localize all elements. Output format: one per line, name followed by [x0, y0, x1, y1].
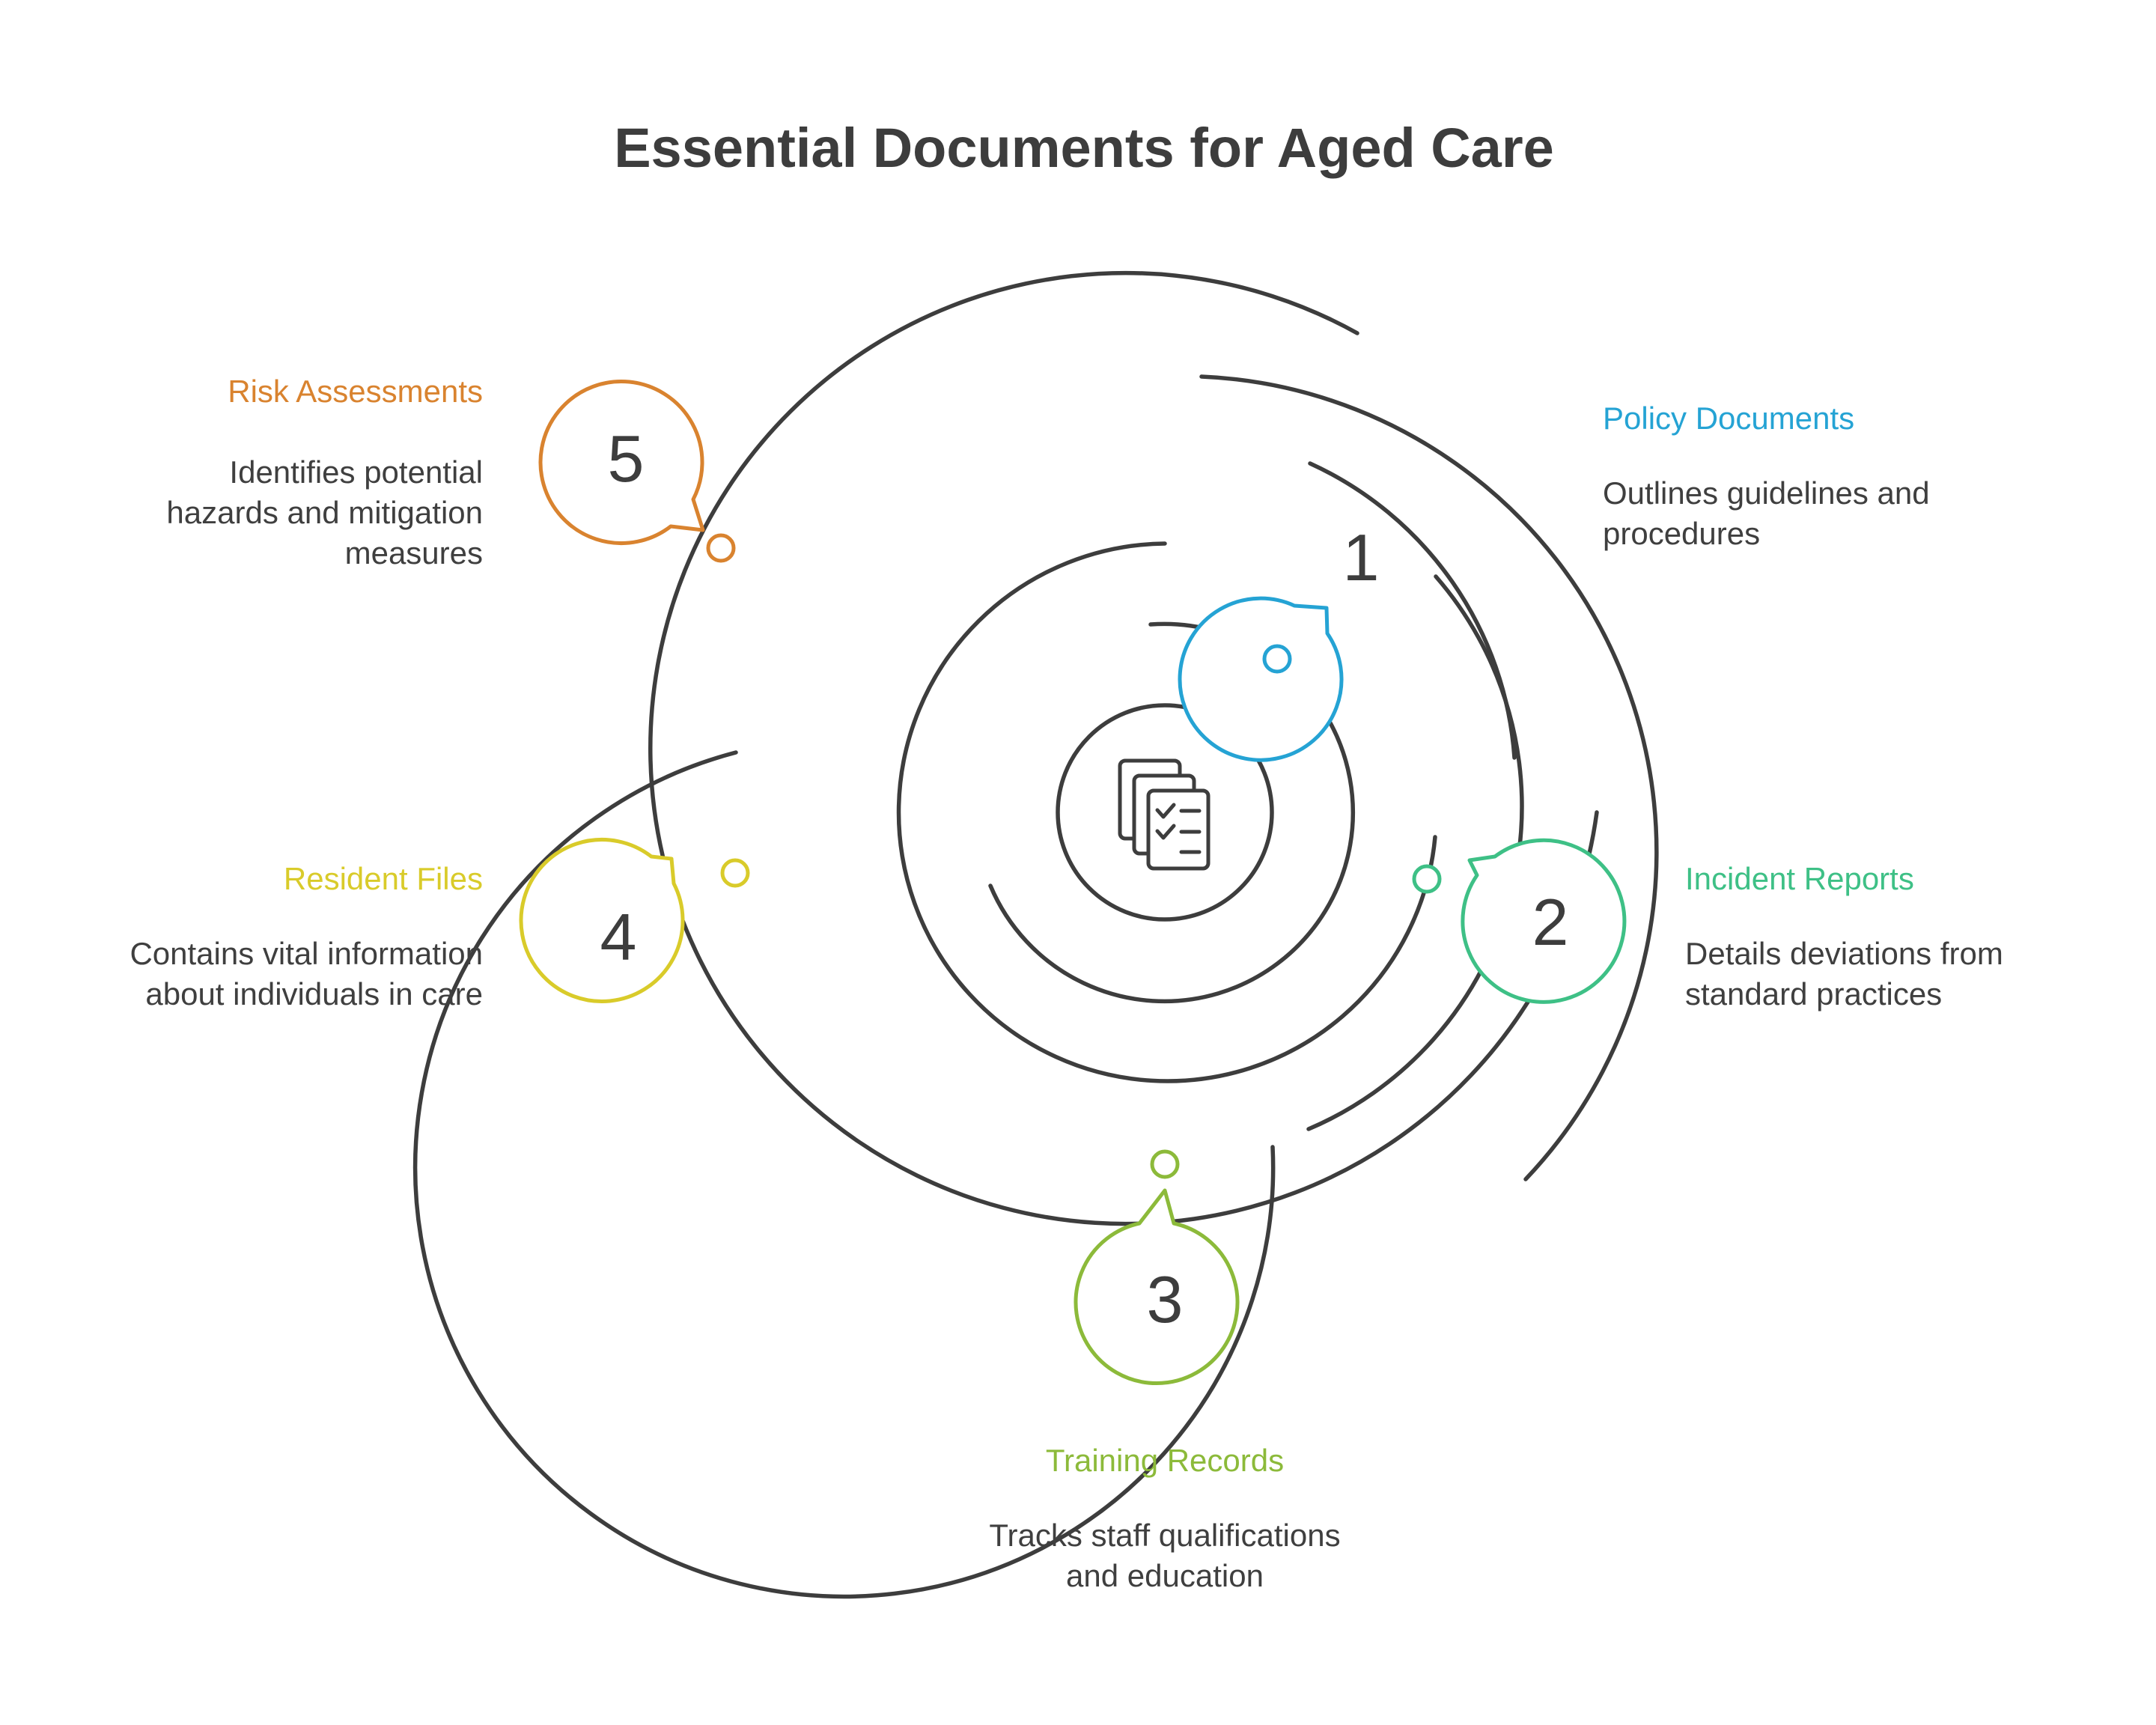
item-desc-line: Contains vital information	[130, 936, 483, 971]
item-title-1: Policy Documents	[1603, 401, 1854, 436]
item-desc-line: Outlines guidelines and	[1603, 475, 1930, 511]
callout-bubble-3	[1074, 1188, 1240, 1386]
connector-dot-2	[1412, 864, 1442, 894]
ring-arc-5	[1199, 374, 1659, 1181]
item-desc-line: standard practices	[1685, 976, 1942, 1011]
center-ring	[1056, 703, 1274, 922]
item-desc-3: Tracks staff qualifications and education	[989, 1518, 1340, 1593]
item-number-3: 3	[1147, 1262, 1184, 1336]
item-desc-1: Outlines guidelines and procedures	[1603, 475, 1930, 551]
item-desc-line: Details deviations from	[1685, 936, 2003, 971]
connector-dot-3	[1150, 1149, 1180, 1179]
ring-arc-2	[896, 541, 1437, 1083]
item-incident-reports: 2 Incident Reports Details deviations fr…	[1412, 838, 2003, 1011]
item-title-2: Incident Reports	[1685, 861, 1914, 896]
item-training-records: 3 Training Records Tracks staff qualific…	[989, 1149, 1341, 1593]
item-desc-5: Identifies potential hazards and mitigati…	[166, 454, 483, 571]
item-resident-files: 4 Resident Files Contains vital informat…	[130, 838, 750, 1011]
callout-bubble-5	[538, 380, 705, 545]
ring-arcs	[412, 270, 1659, 1599]
connector-dot-5	[706, 533, 736, 563]
item-desc-line: about individuals in care	[145, 976, 483, 1011]
item-risk-assessments: 5 Risk Assessments Identifies potential h…	[166, 374, 736, 571]
item-number-5: 5	[608, 422, 645, 496]
connector-dot-4	[720, 858, 750, 888]
item-desc-line: measures	[345, 535, 483, 571]
item-desc-line: and education	[1066, 1558, 1264, 1593]
item-desc-line: procedures	[1603, 516, 1760, 551]
item-desc-4: Contains vital information about individu…	[130, 936, 483, 1011]
item-number-1: 1	[1343, 520, 1380, 594]
documents-checklist-icon	[1118, 758, 1211, 871]
item-desc-line: Identifies potential	[229, 454, 483, 490]
callout-bubble-4	[519, 838, 685, 1003]
ring-arc-4	[412, 750, 1276, 1599]
item-desc-2: Details deviations from standard practice…	[1685, 936, 2003, 1011]
diagram-title: Essential Documents for Aged Care	[614, 117, 1554, 179]
callout-bubble-2	[1461, 838, 1627, 1004]
ring-arc-6	[648, 270, 1599, 1226]
connector-dot-1	[1262, 644, 1292, 674]
item-desc-line: Tracks staff qualifications	[989, 1518, 1340, 1553]
item-number-4: 4	[600, 900, 637, 974]
item-title-3: Training Records	[1046, 1443, 1284, 1478]
item-policy-documents: 1 Policy Documents Outlines guidelines a…	[1178, 401, 1930, 762]
item-desc-line: hazards and mitigation	[166, 495, 483, 530]
item-title-5: Risk Assessments	[228, 374, 483, 409]
ring-arc-3	[1308, 461, 1517, 760]
callout-bubble-1	[1178, 596, 1344, 762]
item-number-2: 2	[1532, 885, 1569, 959]
item-title-4: Resident Files	[284, 861, 483, 896]
